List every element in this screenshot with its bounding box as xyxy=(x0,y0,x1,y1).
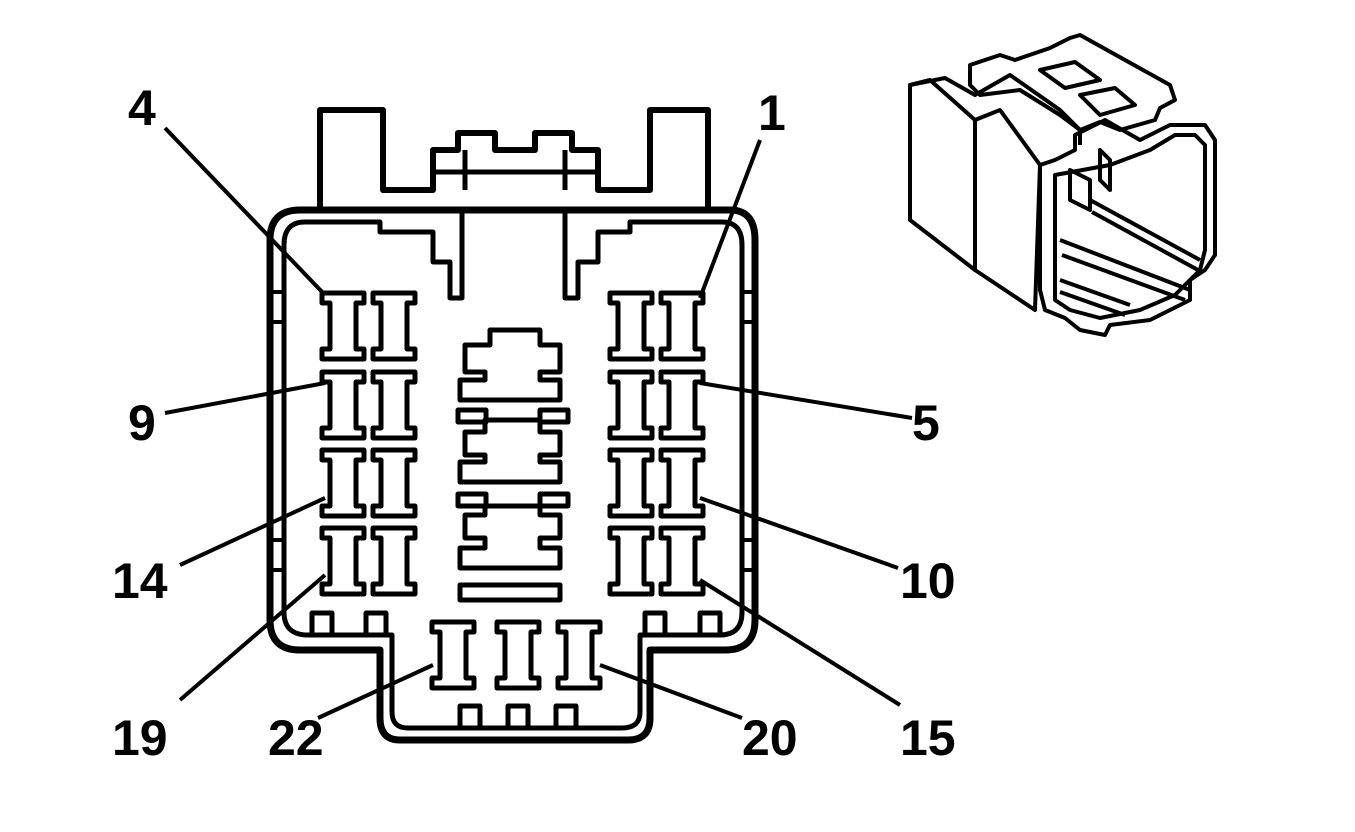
leader-line-15 xyxy=(698,578,902,707)
terminal-cavity xyxy=(658,290,706,362)
terminal-cavity xyxy=(607,525,655,597)
iso-main-body xyxy=(973,108,1042,312)
iso-rail xyxy=(1091,210,1199,272)
leader-lines xyxy=(163,126,913,720)
left-side-notch-lower xyxy=(270,538,284,572)
pin-label-1: 1 xyxy=(758,85,786,141)
bottom-tab xyxy=(309,610,335,638)
top-lock-tab xyxy=(317,107,711,210)
iso-rail xyxy=(1059,238,1191,292)
pin-label-14: 14 xyxy=(112,553,168,609)
iso-rail xyxy=(1089,198,1201,262)
terminal-cavity xyxy=(429,619,477,691)
terminal-cavity xyxy=(555,619,603,691)
terminal-cavity xyxy=(607,369,655,441)
pin-label-9: 9 xyxy=(128,395,156,451)
leader-line-1 xyxy=(698,139,762,299)
pin-label-10: 10 xyxy=(900,553,956,609)
terminal-cavity xyxy=(319,447,367,519)
iso-front-inner xyxy=(1053,133,1207,320)
terminal-cavity xyxy=(607,290,655,362)
center-cavity-top xyxy=(457,327,563,403)
leader-line-22 xyxy=(317,663,434,720)
right-side-notch-lower xyxy=(742,538,755,572)
leader-line-20 xyxy=(599,663,743,720)
leader-line-9 xyxy=(164,381,326,415)
inner-body xyxy=(281,207,745,731)
leader-line-4 xyxy=(163,126,327,297)
terminal-cavity xyxy=(658,369,706,441)
bottom-tab xyxy=(642,610,668,638)
leader-line-19 xyxy=(178,573,327,702)
terminal-cavity xyxy=(658,525,706,597)
center-cavity-lower xyxy=(457,503,563,571)
terminal-cavity xyxy=(319,525,367,597)
iso-latch-detail xyxy=(1038,60,1137,117)
center-slot xyxy=(455,407,489,425)
connector-housing xyxy=(266,107,759,744)
terminal-cavity xyxy=(658,447,706,519)
center-slot xyxy=(537,407,571,425)
center-bar xyxy=(457,582,563,603)
iso-left-body xyxy=(908,78,977,272)
pin-labels: 4 1 9 5 14 10 19 22 20 15 xyxy=(112,80,956,766)
right-side-notch-upper xyxy=(742,290,755,324)
terminal-cavity xyxy=(607,447,655,519)
leader-line-5 xyxy=(699,381,913,420)
iso-rail xyxy=(1061,253,1186,302)
terminal-cavity xyxy=(370,369,418,441)
bottom-tab xyxy=(363,610,389,638)
iso-slot xyxy=(1098,148,1112,192)
bottom-tab xyxy=(457,703,483,731)
left-side-notch-upper xyxy=(270,290,284,324)
center-cavity-middle xyxy=(457,417,563,485)
terminal-cavity xyxy=(319,369,367,441)
bottom-tab xyxy=(697,610,723,638)
terminal-cavity xyxy=(319,290,367,362)
terminal-cavity xyxy=(494,619,542,691)
outer-body xyxy=(266,206,759,744)
terminal-cavities xyxy=(319,290,706,691)
terminal-cavity xyxy=(370,447,418,519)
iso-rail xyxy=(1059,290,1126,317)
terminal-cavity xyxy=(370,525,418,597)
iso-slot xyxy=(1068,168,1092,212)
bottom-tab xyxy=(505,703,531,731)
pin-label-4: 4 xyxy=(128,80,156,136)
center-slot xyxy=(537,491,571,509)
pin-label-15: 15 xyxy=(900,710,956,766)
iso-top-latch xyxy=(968,33,1177,132)
pin-label-19: 19 xyxy=(112,710,168,766)
pin-label-20: 20 xyxy=(742,710,798,766)
bottom-tab xyxy=(553,703,579,731)
connector-isometric-view xyxy=(908,33,1217,337)
terminal-cavity xyxy=(370,290,418,362)
leader-line-14 xyxy=(179,496,326,567)
pin-label-5: 5 xyxy=(912,395,940,451)
pin-label-22: 22 xyxy=(268,710,324,766)
iso-rail xyxy=(1059,278,1131,307)
leader-line-10 xyxy=(699,496,899,570)
center-slot xyxy=(455,491,489,509)
